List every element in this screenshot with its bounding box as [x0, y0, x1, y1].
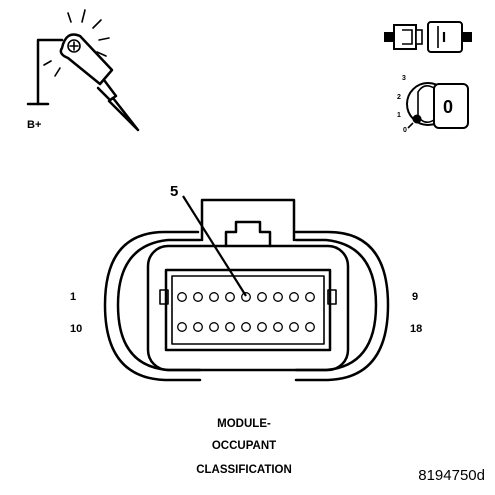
caption-line-2: OCCUPANT	[212, 440, 276, 452]
connector-pin-9	[305, 292, 315, 302]
caption-line-3: CLASSIFICATION	[196, 464, 292, 476]
pin-label-row1-end: 9	[412, 291, 418, 303]
connector-pin-8	[289, 292, 299, 302]
connector-pin-6	[257, 292, 267, 302]
connector-pin-1	[177, 292, 187, 302]
caption-line-1: MODULE-	[217, 418, 271, 430]
connector-pin-2	[193, 292, 203, 302]
callout-pin-number: 5	[170, 183, 178, 200]
test-light-icon	[26, 9, 140, 132]
connector-disconnect-icon	[384, 21, 472, 53]
connector-pin-14	[241, 322, 251, 332]
connector-face	[103, 198, 390, 382]
connector-pin-11	[193, 322, 203, 332]
connector-pin-18	[305, 322, 315, 332]
key-position-mark: 0	[443, 97, 453, 117]
pin-5-leader-line	[182, 195, 247, 297]
connector-pin-5	[241, 292, 251, 302]
ignition-key-icon	[406, 82, 469, 129]
connector-pin-12	[209, 322, 219, 332]
connector-pin-7	[273, 292, 283, 302]
figure-id: 8194750d	[418, 467, 485, 484]
connector-pins	[177, 292, 315, 332]
connector-pin-3	[209, 292, 219, 302]
connector-pin-16	[273, 322, 283, 332]
ignition-position-2: 2	[397, 94, 401, 101]
ignition-position-3: 3	[402, 75, 406, 82]
ignition-position-1: 1	[397, 112, 401, 119]
pin-label-row1-start: 1	[70, 291, 76, 303]
ignition-position-0: 0	[403, 127, 407, 134]
connector-pin-15	[257, 322, 267, 332]
connector-pin-17	[289, 322, 299, 332]
pin-label-row2-end: 18	[410, 323, 422, 335]
supply-label: B+	[27, 119, 41, 131]
connector-pin-10	[177, 322, 187, 332]
connector-pin-13	[225, 322, 235, 332]
pin-label-row2-start: 10	[70, 323, 82, 335]
connector-pin-4	[225, 292, 235, 302]
